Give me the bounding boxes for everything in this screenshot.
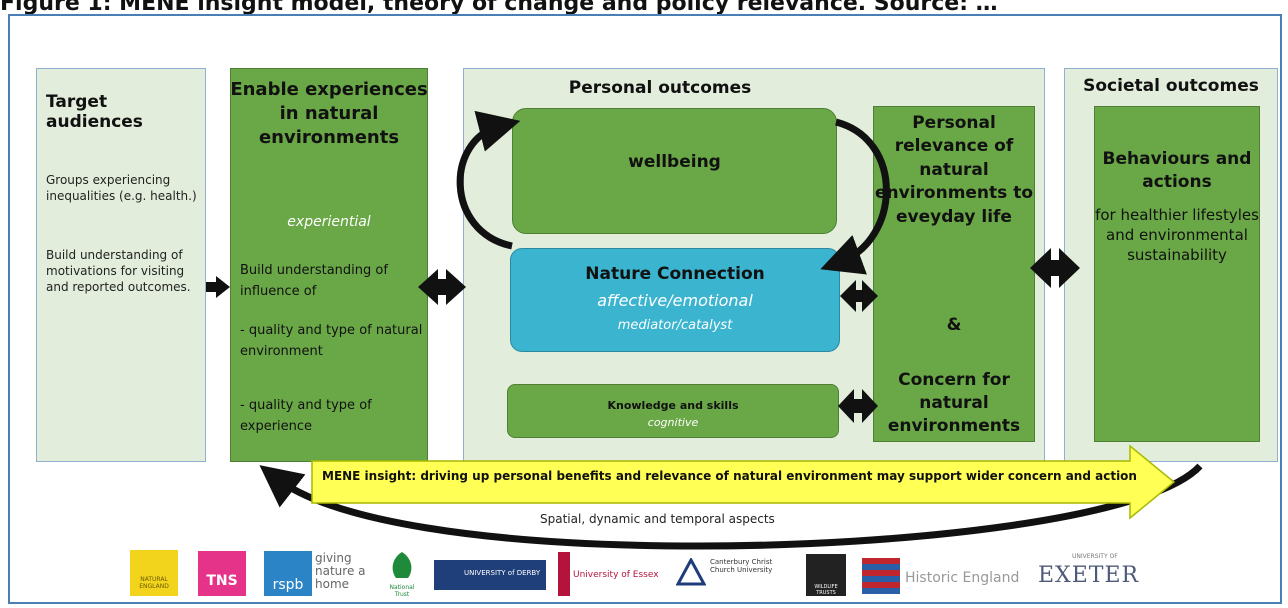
bottom-arc-arrow-icon	[259, 463, 1203, 550]
personal-relevance-title: Personal relevance of natural environmen…	[874, 113, 1034, 227]
double-arrow-icon	[418, 269, 466, 305]
loop-arrow-right-icon	[820, 118, 890, 275]
double-arrow-icon	[840, 280, 878, 312]
target-audiences-text-2: Build understanding of motivations for v…	[46, 248, 191, 294]
target-audiences-text-1: Groups experiencing inequalities (e.g. h…	[46, 173, 197, 203]
wellbeing-box	[512, 108, 837, 234]
arrow-right-icon	[206, 276, 230, 298]
diagram-frame	[8, 14, 1282, 604]
national-trust-logo: National Trust	[382, 548, 422, 600]
personal-outcomes-title: Personal outcomes	[568, 78, 752, 98]
ampersand-label: &	[946, 315, 962, 335]
double-arrow-icon	[838, 389, 878, 423]
loop-arrow-left-icon	[456, 110, 521, 250]
rspb-tagline: giving nature a home	[315, 551, 366, 591]
behaviours-box	[1094, 106, 1260, 442]
nature-connection-box	[510, 248, 840, 352]
insight-text: MENE insight: driving up personal benefi…	[322, 469, 1137, 483]
historic-england-logo	[862, 558, 900, 594]
nature-connection-subtitle-2: mediator/catalyst	[617, 318, 733, 333]
double-arrow-icon	[1030, 248, 1080, 288]
knowledge-skills-subtitle: cognitive	[647, 416, 699, 429]
nature-connection-title: Nature Connection	[585, 264, 765, 284]
behaviours-text: for healthier lifestyles and environment…	[1095, 206, 1259, 264]
rspb-logo: rspb	[264, 551, 312, 596]
figure-title-strip: Figure 1: MENE insight model, theory of …	[0, 0, 998, 16]
enable-text-1: Build understanding of influence of	[240, 263, 388, 299]
essex-logo: University of Essex	[573, 570, 659, 580]
enable-text-2: - quality and type of natural environmen…	[240, 323, 423, 359]
essex-mark	[558, 552, 570, 596]
knowledge-skills-title: Knowledge and skills	[607, 399, 739, 412]
enable-text-3: - quality and type of experience	[240, 398, 372, 434]
derby-logo: UNIVERSITY of DERBY	[434, 560, 546, 590]
natural-england-logo: NATURAL ENGLAND	[130, 550, 178, 596]
wildlife-trusts-logo: WILDLIFE TRUSTS	[806, 554, 846, 596]
societal-outcomes-title: Societal outcomes	[1083, 76, 1259, 96]
target-audiences-box	[36, 68, 206, 462]
nature-connection-subtitle-1: affective/emotional	[597, 291, 753, 310]
enable-experiences-subtitle: experiential	[287, 214, 371, 230]
tns-logo: TNS	[198, 551, 246, 596]
target-audiences-title: Target audiences	[46, 92, 143, 132]
exeter-logo: UNIVERSITY OF EXETER	[1038, 553, 1140, 588]
knowledge-skills-box	[507, 384, 839, 438]
insight-arrow-icon	[311, 444, 1176, 520]
canterbury-logo: Canterbury Christ Church University	[676, 554, 786, 596]
personal-relevance-box	[873, 106, 1035, 442]
wellbeing-label: wellbeing	[628, 152, 721, 172]
behaviours-title: Behaviours and actions	[1102, 149, 1252, 192]
historic-england-text: Historic England	[905, 570, 1020, 586]
spatial-text: Spatial, dynamic and temporal aspects	[540, 512, 775, 526]
enable-experiences-title: Enable experiences in natural environmen…	[230, 79, 428, 148]
concern-label: Concern for natural environments	[887, 370, 1021, 436]
